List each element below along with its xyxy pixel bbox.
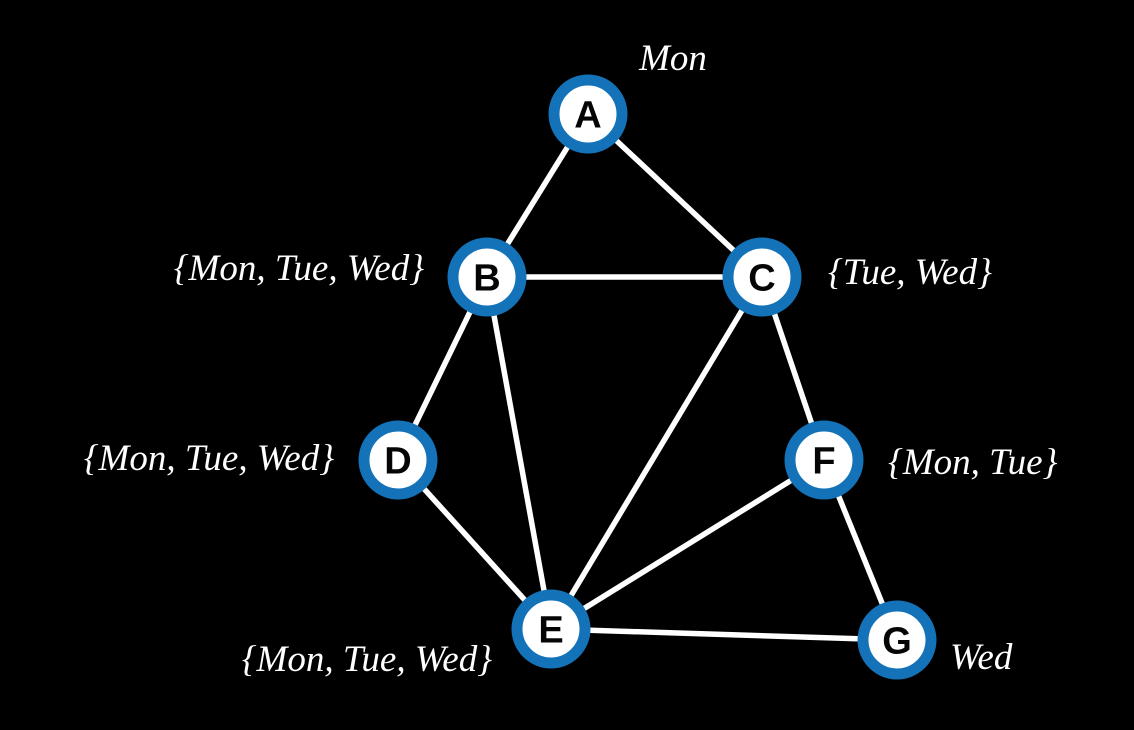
edge-E-G [548,626,900,643]
node-letter-B: B [473,258,500,300]
node-C: C [722,237,802,317]
node-letter-C: C [748,258,775,300]
node-E: E [511,589,591,669]
node-letter-E: E [538,610,563,652]
edge-B-E [484,274,554,632]
node-circle-C [722,237,802,317]
domain-label-B: {Mon, Tue, Wed} [174,248,424,289]
domain-label-D: {Mon, Tue, Wed} [84,438,334,479]
node-circle-G [857,600,937,680]
node-letter-G: G [882,621,912,663]
node-letter-F: F [812,441,835,483]
node-circle-F [784,420,864,500]
node-circle-B [447,237,527,317]
node-D: D [358,420,438,500]
node-B: B [447,237,527,317]
edge-C-E [548,274,765,632]
domain-label-F: {Mon, Tue} [888,442,1058,483]
node-letter-A: A [574,95,601,137]
domain-label-G: Wed [950,637,1013,678]
domain-label-E: {Mon, Tue, Wed} [242,639,492,680]
node-circle-D [358,420,438,500]
domain-label-C: {Tue, Wed} [828,252,992,293]
edge-A-C [585,111,765,280]
domain-label-A: Mon [638,38,707,79]
node-circle-E [511,589,591,669]
node-F: F [784,420,864,500]
node-A: A [548,74,628,154]
node-circle-A [548,74,628,154]
node-letter-D: D [384,441,411,483]
node-G: G [857,600,937,680]
edge-E-F [548,457,827,632]
